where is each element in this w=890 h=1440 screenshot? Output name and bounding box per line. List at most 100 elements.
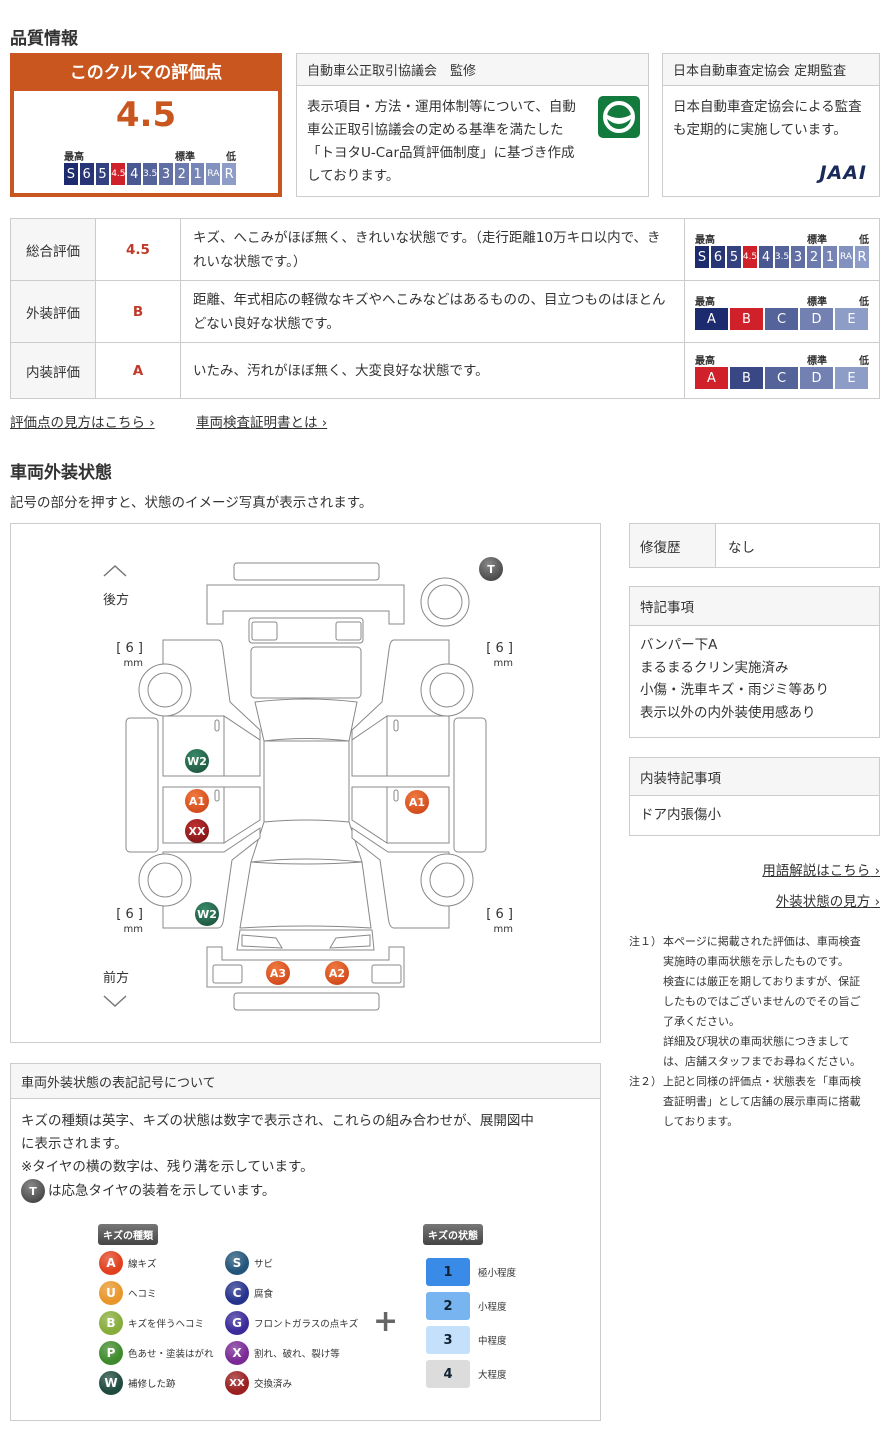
damage-type-label: 交換済み xyxy=(254,1379,293,1390)
repair-label: 修復歴 xyxy=(630,524,716,567)
rating-score: 4.5 xyxy=(115,95,177,135)
list-item: 検査には厳正を期しておりますが、保証 xyxy=(663,975,861,988)
plus-icon: + xyxy=(373,1304,399,1339)
audit-text: 日本自動車査定協会による監査も定期的に実施しています。 xyxy=(673,99,862,138)
section-title-exterior: 車両外装状態 xyxy=(10,463,112,483)
scale-cell: 6 xyxy=(79,163,94,185)
list-item: しております。 xyxy=(663,1115,739,1128)
scale-cell: 3 xyxy=(159,163,173,185)
scale-cell: 1 xyxy=(190,163,205,185)
scale-cell: E xyxy=(835,367,868,389)
damage-state-icon: 4 xyxy=(426,1360,470,1388)
damage-type-icon: A xyxy=(99,1251,123,1275)
supervision-text: 表示項目・方法・運用体制等について、自動車公正取引協議会の定める基準を満たした「… xyxy=(307,99,576,184)
list-item: 表示以外の内外装使用感あり xyxy=(640,704,816,721)
scale-cell: 3.5 xyxy=(775,246,789,268)
supervision-box: 自動車公正取引協議会 監修 表示項目・方法・運用体制等について、自動車公正取引協… xyxy=(296,53,649,197)
damage-type-label: サビ xyxy=(254,1259,274,1270)
eval-label: 外装評価 xyxy=(10,280,96,343)
damage-type-icon: U xyxy=(99,1281,123,1305)
scale-cell: RA xyxy=(206,163,221,185)
scale-cell: S xyxy=(695,246,709,268)
handshake-logo-icon xyxy=(598,96,640,138)
scale-cell: R xyxy=(855,246,869,268)
scale-cell: C xyxy=(765,308,798,330)
list-item: まるまるクリン実施済み xyxy=(640,659,789,676)
damage-marker[interactable]: XX xyxy=(185,819,209,843)
glossary-link[interactable]: 用語解説はこちら › xyxy=(762,863,880,879)
rating-header: このクルマの評価点 xyxy=(14,57,278,91)
damage-marker[interactable]: W2 xyxy=(195,902,219,926)
scale-cell: 4.5 xyxy=(111,163,126,185)
list-item: バンパー下A xyxy=(640,637,718,653)
scale-cell: 3 xyxy=(791,246,805,268)
list-item: 了承ください。 xyxy=(663,1015,740,1028)
damage-state-item: 2 小程度 xyxy=(426,1292,507,1320)
chevron-down-icon xyxy=(103,995,127,1008)
scale-cell: A xyxy=(695,308,728,330)
tread-depth-rear-left: [ 6 ]mm xyxy=(116,641,143,670)
damage-type-label: キズを伴うヘコミ xyxy=(128,1319,205,1330)
damage-type-label: 色あせ・塗装はがれ xyxy=(128,1349,214,1360)
tread-depth-rear-right: [ 6 ]mm xyxy=(486,641,513,670)
scale-cell: 2 xyxy=(174,163,189,185)
damage-marker[interactable]: A3 xyxy=(266,961,290,985)
states-badge: キズの状態 xyxy=(423,1224,483,1245)
scale-cell: B xyxy=(730,308,763,330)
damage-type-item: A 線キズ xyxy=(99,1251,157,1275)
jaai-logo: JAAI xyxy=(819,162,867,184)
damage-state-icon: 1 xyxy=(426,1258,470,1286)
tread-depth-front-left: [ 6 ]mm xyxy=(116,907,143,936)
list-item: 査証明書」として店舗の展示車両に搭載 xyxy=(663,1095,861,1108)
list-item: 上記と同様の評価点・状態表を「車両検 xyxy=(663,1075,861,1088)
special-title: 特記事項 xyxy=(630,587,879,626)
eval-description: いたみ、汚れがほぼ無く、大変良好な状態です。 xyxy=(180,342,685,399)
eval-label: 総合評価 xyxy=(10,218,96,281)
how-to-read-link[interactable]: 評価点の見方はこちら › xyxy=(10,415,155,431)
interior-list: ドア内張傷小 xyxy=(630,796,879,834)
evaluation-table: 総合評価 4.5 キズ、へこみがほぼ無く、きれいな状態です。（走行距離10万キロ… xyxy=(10,218,880,399)
damage-marker[interactable]: W2 xyxy=(185,749,209,773)
scale-cell: 5 xyxy=(727,246,741,268)
spare-tire-icon: T xyxy=(21,1179,45,1203)
eval-description: キズ、へこみがほぼ無く、きれいな状態です。（走行距離10万キロ以内で、きれいな状… xyxy=(180,218,685,281)
certificate-link[interactable]: 車両検査証明書とは › xyxy=(196,415,328,431)
damage-type-label: 腐食 xyxy=(254,1289,274,1300)
scale-cell: D xyxy=(800,367,833,389)
chevron-up-icon xyxy=(103,564,127,577)
damage-state-label: 中程度 xyxy=(478,1336,507,1347)
eval-label: 内装評価 xyxy=(10,342,96,399)
spare-tire-marker[interactable]: T xyxy=(479,557,503,581)
scale-cell: RA xyxy=(839,246,853,268)
damage-type-label: 割れ、破れ、裂け等 xyxy=(254,1349,340,1360)
damage-state-label: 小程度 xyxy=(478,1302,507,1313)
table-row: 総合評価 4.5 キズ、へこみがほぼ無く、きれいな状態です。（走行距離10万キロ… xyxy=(10,218,880,281)
damage-type-icon: S xyxy=(225,1251,249,1275)
section-title-quality: 品質情報 xyxy=(10,29,78,49)
scale-cell: R xyxy=(222,163,237,185)
interior-special-notes: 内装特記事項 ドア内張傷小 xyxy=(629,757,880,836)
damage-state-icon: 2 xyxy=(426,1292,470,1320)
damage-marker[interactable]: A1 xyxy=(405,790,429,814)
scale-cell: B xyxy=(730,367,763,389)
damage-marker[interactable]: A2 xyxy=(325,961,349,985)
damage-marker[interactable]: A1 xyxy=(185,789,209,813)
types-badge: キズの種類 xyxy=(98,1224,158,1245)
exterior-guide-link[interactable]: 外装状態の見方 › xyxy=(775,894,880,910)
damage-type-label: 線キズ xyxy=(128,1259,157,1270)
